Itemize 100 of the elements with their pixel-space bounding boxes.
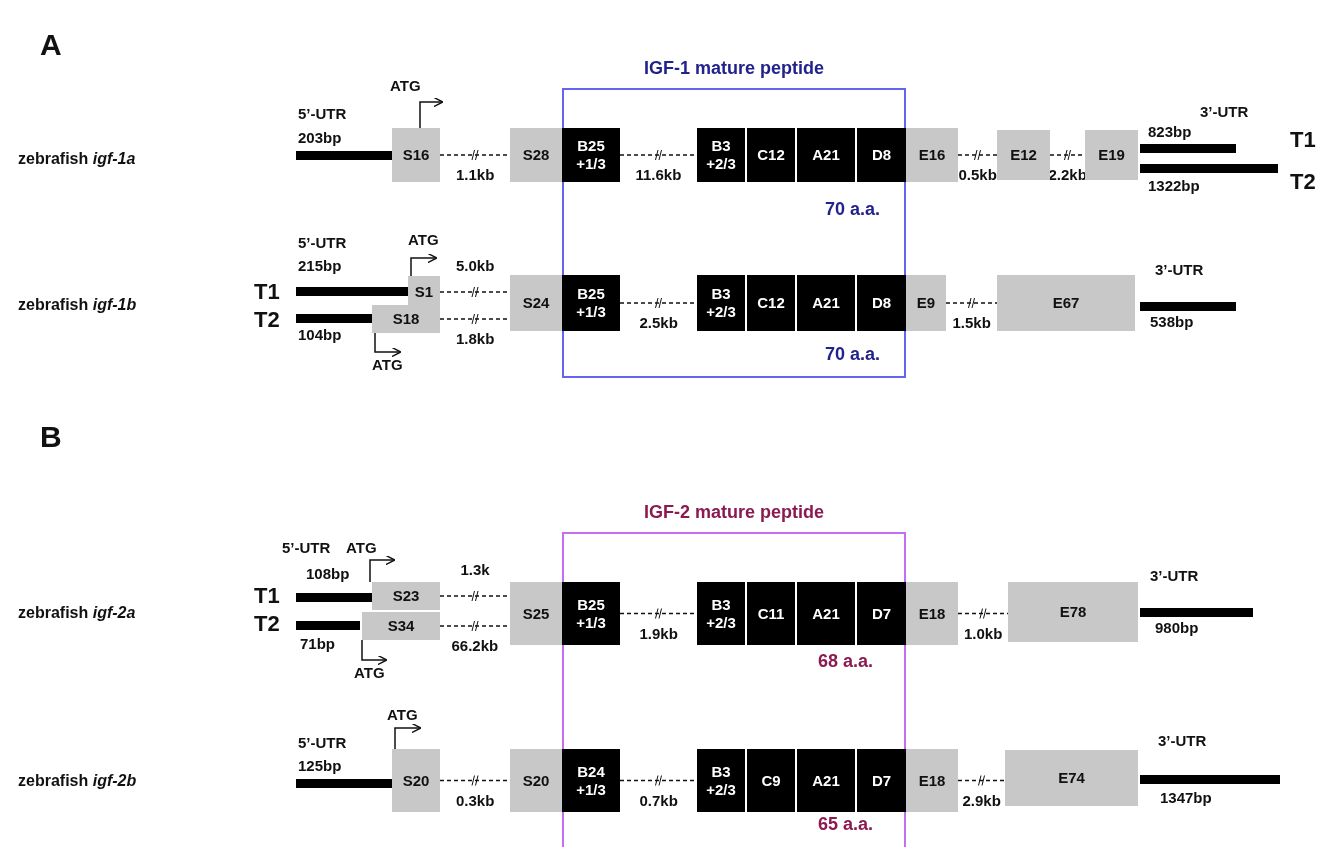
exon-box: S23 [372, 582, 440, 610]
peptide-heading: IGF-1 mature peptide [644, 58, 824, 79]
intron-line [945, 297, 998, 309]
text-label: ATG [390, 78, 421, 95]
exon-box: S28 [510, 128, 562, 182]
transcript-label: T1 [1290, 128, 1316, 153]
transcript-label: T2 [254, 612, 280, 637]
utr-label: 104bp [298, 327, 342, 344]
panel-letter: A [40, 28, 62, 61]
utr-label: 203bp [298, 130, 342, 147]
peptide-length-label: 68 a.a. [818, 652, 874, 672]
utr-label: 5’-UTR [298, 235, 347, 252]
exon-box: S20 [392, 749, 440, 812]
coding-exon-box: B3 +2/3 [697, 749, 745, 812]
coding-exon-box: D7 [857, 582, 906, 645]
utr-label: 980bp [1155, 620, 1199, 637]
coding-exon-box: B24 +1/3 [562, 749, 620, 812]
coding-exon-box: B25 +1/3 [562, 128, 620, 182]
text-label: ATG [372, 357, 403, 374]
utr-label: 125bp [298, 758, 342, 775]
intron-length-label: 0.7kb [638, 792, 679, 809]
transcript-label: T2 [254, 308, 280, 333]
text-label: 3’-UTR [1158, 733, 1207, 750]
peptide-length-label: 65 a.a. [818, 815, 874, 835]
utr-label: 538bp [1150, 314, 1194, 331]
utr-bar [1140, 164, 1278, 173]
utr-bar [1140, 608, 1253, 617]
utr-bar [1140, 302, 1236, 311]
gene-label: zebrafish igf-1b [18, 296, 137, 314]
utr-bar [296, 621, 360, 630]
coding-exon-box: C12 [747, 275, 795, 331]
exon-box: S16 [392, 128, 440, 182]
utr-bar [296, 151, 392, 160]
utr-label: 1347bp [1160, 790, 1212, 807]
peptide-length-label: 70 a.a. [825, 200, 881, 220]
text-label: ATG [408, 232, 439, 249]
peptide-heading: IGF-2 mature peptide [644, 502, 824, 523]
exon-box: E78 [1008, 582, 1138, 642]
transcript-label: T1 [254, 280, 280, 305]
text-label: 3’-UTR [1150, 568, 1199, 585]
exon-box: E67 [997, 275, 1135, 331]
coding-exon-box: D8 [857, 128, 906, 182]
intron-length-label: 1.9kb [638, 625, 679, 642]
exon-box: E9 [906, 275, 946, 331]
coding-exon-box: D7 [857, 749, 906, 812]
utr-bar [1140, 144, 1236, 153]
coding-exon-box: C12 [747, 128, 795, 182]
utr-label: 1322bp [1148, 178, 1200, 195]
exon-box: S24 [510, 275, 562, 331]
exon-box: S25 [510, 582, 562, 645]
intron-length-label: 0.3kb [455, 792, 496, 809]
coding-exon-box: B3 +2/3 [697, 128, 745, 182]
utr-label: 215bp [298, 258, 342, 275]
exon-box: E16 [906, 128, 958, 182]
intron-line [957, 775, 1006, 786]
gene-label: zebrafish igf-2a [18, 604, 136, 622]
exon-box: E18 [906, 749, 958, 812]
exon-box: E19 [1085, 130, 1138, 180]
transcript-label: T1 [254, 584, 280, 609]
coding-exon-box: A21 [797, 582, 855, 645]
exon-box: E74 [1005, 750, 1138, 806]
utr-label: 5’-UTR [282, 540, 331, 557]
coding-exon-box: A21 [797, 749, 855, 812]
text-label: ATG [346, 540, 377, 557]
coding-exon-box: B3 +2/3 [697, 582, 745, 645]
gene-label: zebrafish igf-2b [18, 772, 137, 790]
exon-box: S18 [372, 305, 440, 333]
utr-label: 823bp [1148, 124, 1192, 141]
utr-bar [296, 314, 372, 323]
intron-line [957, 149, 998, 161]
coding-exon-box: B3 +2/3 [697, 275, 745, 331]
intron-length-label: 2.9kb [961, 792, 1002, 809]
coding-exon-box: C11 [747, 582, 795, 645]
coding-exon-box: D8 [857, 275, 906, 331]
peptide-length-label: 70 a.a. [825, 345, 881, 365]
coding-exon-box: A21 [797, 275, 855, 331]
intron-length-label: 1.0kb [963, 625, 1004, 642]
text-label: ATG [354, 665, 385, 682]
utr-bar [296, 779, 392, 788]
text-label: 3’-UTR [1200, 104, 1249, 121]
exon-box: E18 [906, 582, 958, 645]
utr-label: 5’-UTR [298, 106, 347, 123]
text-label: ATG [387, 707, 418, 724]
coding-exon-box: A21 [797, 128, 855, 182]
utr-label: 108bp [306, 566, 350, 583]
exon-box: S20 [510, 749, 562, 812]
transcript-label: T2 [1290, 170, 1316, 195]
exon-box: S34 [362, 612, 440, 640]
panel-letter: B [40, 420, 62, 453]
text-label: 3’-UTR [1155, 262, 1204, 279]
utr-label: 71bp [300, 636, 335, 653]
coding-exon-box: B25 +1/3 [562, 275, 620, 331]
utr-bar [296, 593, 372, 602]
exon-box: S1 [408, 276, 440, 308]
utr-label: 5’-UTR [298, 735, 347, 752]
exon-box: E12 [997, 130, 1050, 180]
utr-bar [1140, 775, 1280, 784]
gene-label: zebrafish igf-1a [18, 150, 136, 168]
coding-exon-box: B25 +1/3 [562, 582, 620, 645]
utr-bar [296, 287, 408, 296]
